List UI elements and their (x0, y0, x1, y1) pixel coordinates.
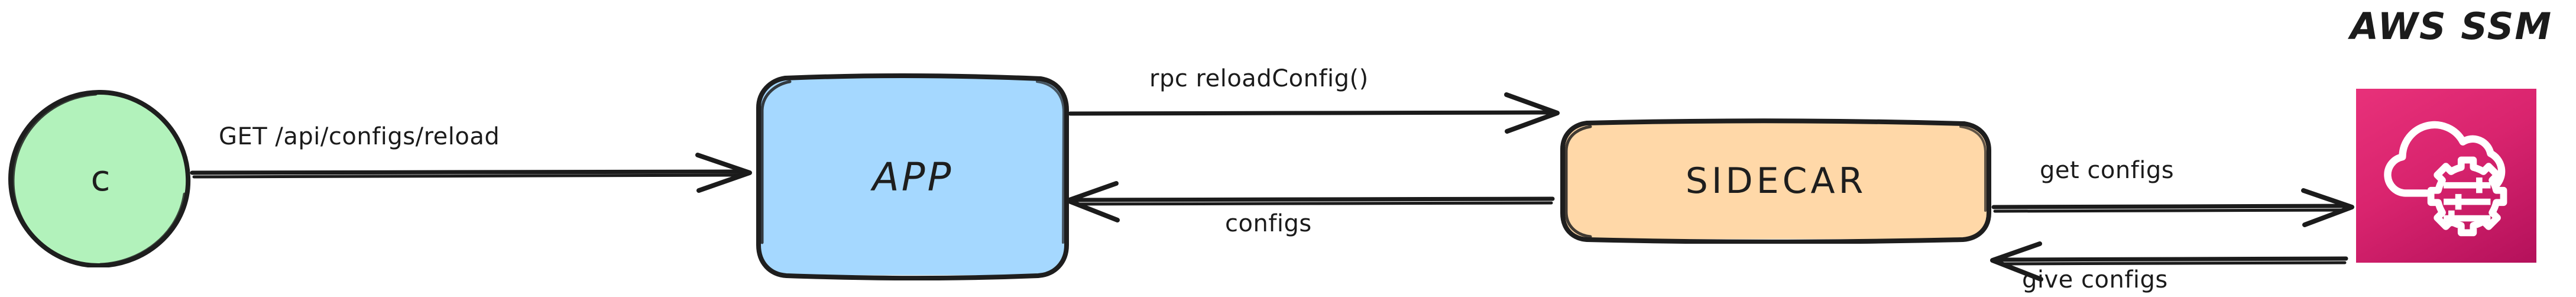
aws-ssm-cloud-gear-icon[interactable] (2356, 89, 2536, 263)
app-box-stroke-sketch (760, 80, 792, 244)
edge-label-app-to-sidecar: rpc reloadConfig() (1149, 65, 1369, 92)
arrow-client-to-app (190, 153, 752, 193)
cloud-outline (2384, 121, 2506, 197)
node-client[interactable]: c (7, 90, 194, 267)
client-circle-stroke (8, 90, 191, 267)
edge-label-client-to-app: GET /api/configs/reload (219, 123, 500, 150)
sidecar-box-stroke (1560, 118, 1991, 244)
client-circle-fill (11, 92, 186, 265)
arrow-sidecar-to-ssm (1991, 188, 2354, 227)
client-circle-stroke-sketch2 (99, 192, 186, 266)
app-box-fill (759, 78, 1065, 275)
gear-glyph (2427, 156, 2507, 237)
node-app[interactable]: APP (754, 73, 1071, 281)
sidecar-box-fill (1563, 123, 1988, 239)
sidecar-box-stroke-sketch (1564, 125, 1592, 238)
client-circle-stroke-sketch (11, 92, 98, 267)
app-box-stroke-sketch2 (1036, 80, 1065, 244)
edge-label-ssm-to-sidecar: give configs (2022, 266, 2168, 293)
edge-label-sidecar-to-ssm: get configs (2040, 157, 2175, 184)
node-sidecar[interactable]: SIDECAR (1558, 118, 1994, 244)
edge-label-sidecar-to-app: configs (1225, 210, 1312, 237)
arrow-app-to-sidecar (1068, 92, 1560, 134)
sidecar-box-stroke-sketch2 (1959, 125, 1987, 212)
app-box-stroke (756, 73, 1069, 281)
aws-ssm-title: AWS SSM (2350, 5, 2553, 48)
